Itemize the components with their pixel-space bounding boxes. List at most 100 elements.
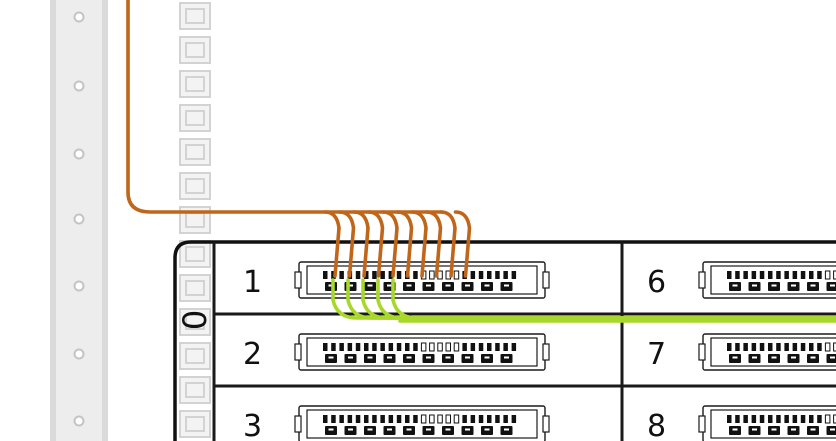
- green-wire: [391, 278, 836, 320]
- contact-pin: [364, 343, 369, 351]
- orange-wire: [366, 210, 385, 278]
- block-right-clip: [542, 271, 550, 289]
- contact-pin: [800, 343, 806, 351]
- row-label-1: 1: [243, 265, 262, 300]
- contact-pin: [743, 343, 748, 351]
- contact-pin: [323, 343, 328, 351]
- contact-pin: [380, 271, 385, 279]
- terminal-slot: [405, 427, 413, 432]
- orange-wire: [381, 210, 399, 278]
- rail-hole: [73, 348, 85, 360]
- contact-pin: [462, 343, 467, 351]
- side-mount-slot-inner: [185, 76, 205, 92]
- terminal-slot: [425, 283, 432, 288]
- contact-pin: [511, 271, 517, 279]
- block-row-2: [294, 333, 550, 371]
- terminal-slot: [809, 355, 817, 360]
- terminal-slot: [327, 427, 335, 432]
- contact-pin: [396, 271, 402, 279]
- terminal-slot: [770, 355, 778, 360]
- contact-pin: [453, 342, 460, 352]
- contact-pin: [809, 415, 814, 423]
- contact-pin: [817, 343, 822, 351]
- block-row-6: [698, 261, 836, 299]
- terminal-slot: [327, 355, 335, 360]
- contact-pin: [735, 415, 740, 423]
- contact-pin: [380, 343, 385, 351]
- contact-pin: [792, 343, 798, 351]
- contact-pin: [495, 415, 500, 423]
- side-mount-slot-inner: [185, 144, 205, 160]
- terminal-slot: [751, 427, 758, 432]
- contact-pin: [323, 271, 328, 279]
- terminal-slot: [483, 427, 491, 432]
- contact-pin: [511, 415, 517, 423]
- rail-hole: [73, 280, 85, 292]
- side-mount-strip: [179, 2, 211, 438]
- block-right-clip: [542, 343, 550, 361]
- terminal-slot: [366, 355, 374, 360]
- rail-hole: [73, 148, 85, 160]
- contact-pin: [388, 271, 394, 279]
- terminal-slot: [444, 355, 452, 360]
- contact-pin: [503, 271, 508, 279]
- contact-pin: [727, 343, 732, 351]
- contact-pin: [339, 343, 344, 351]
- panel-side-label: 0: [176, 310, 214, 330]
- contact-pin: [437, 342, 443, 352]
- contact-pin: [809, 343, 814, 351]
- contact-pin: [817, 271, 822, 279]
- side-mount-slot-inner: [185, 8, 205, 24]
- green-wire: [331, 278, 836, 320]
- terminal-slot: [503, 427, 510, 432]
- contact-pin: [372, 343, 377, 351]
- block-left-clip: [294, 343, 302, 361]
- terminal-slot: [405, 283, 413, 288]
- row-label-2: 2: [243, 337, 262, 372]
- contact-pin: [743, 271, 748, 279]
- contact-pin: [735, 343, 740, 351]
- connection-blocks: [294, 261, 836, 441]
- side-mount-slot-inner: [185, 280, 205, 296]
- terminal-slot: [790, 283, 797, 288]
- contact-pin: [824, 342, 831, 352]
- contact-pin: [727, 271, 732, 279]
- block-left-clip: [698, 271, 706, 289]
- green-wire: [346, 278, 836, 320]
- contact-pin: [776, 271, 781, 279]
- contact-pin: [768, 415, 773, 423]
- contact-pin: [727, 415, 732, 423]
- block-row-1: [294, 261, 550, 299]
- side-mount-slot-inner: [185, 212, 205, 228]
- contact-pin: [396, 343, 402, 351]
- terminal-slot: [751, 355, 758, 360]
- panel-frame: [173, 240, 836, 441]
- contact-pin: [784, 343, 789, 351]
- row-label-7: 7: [647, 337, 666, 372]
- contact-pin: [487, 343, 492, 351]
- terminal-slot: [347, 355, 354, 360]
- rail-hole: [73, 213, 85, 225]
- side-mount-slot-inner: [185, 382, 205, 398]
- terminal-slot: [444, 283, 452, 288]
- contact-pin: [364, 271, 369, 279]
- contact-pin: [503, 343, 508, 351]
- terminal-slot: [809, 427, 817, 432]
- contact-pin: [776, 415, 781, 423]
- terminal-slot: [770, 283, 778, 288]
- green-wire: [376, 278, 836, 320]
- contact-pin: [487, 271, 492, 279]
- contact-pin: [495, 343, 500, 351]
- contact-pin: [413, 271, 418, 279]
- terminal-slot: [503, 355, 510, 360]
- block-row-7: [698, 333, 836, 371]
- block-left-clip: [294, 271, 302, 289]
- contact-pin: [784, 271, 789, 279]
- contact-pin: [511, 343, 517, 351]
- side-mount-slot-inner: [185, 42, 205, 58]
- contact-pin: [768, 343, 773, 351]
- contact-pin: [372, 415, 377, 423]
- block-row-3: [294, 405, 550, 441]
- contact-pin: [470, 271, 476, 279]
- contact-pin: [824, 414, 831, 424]
